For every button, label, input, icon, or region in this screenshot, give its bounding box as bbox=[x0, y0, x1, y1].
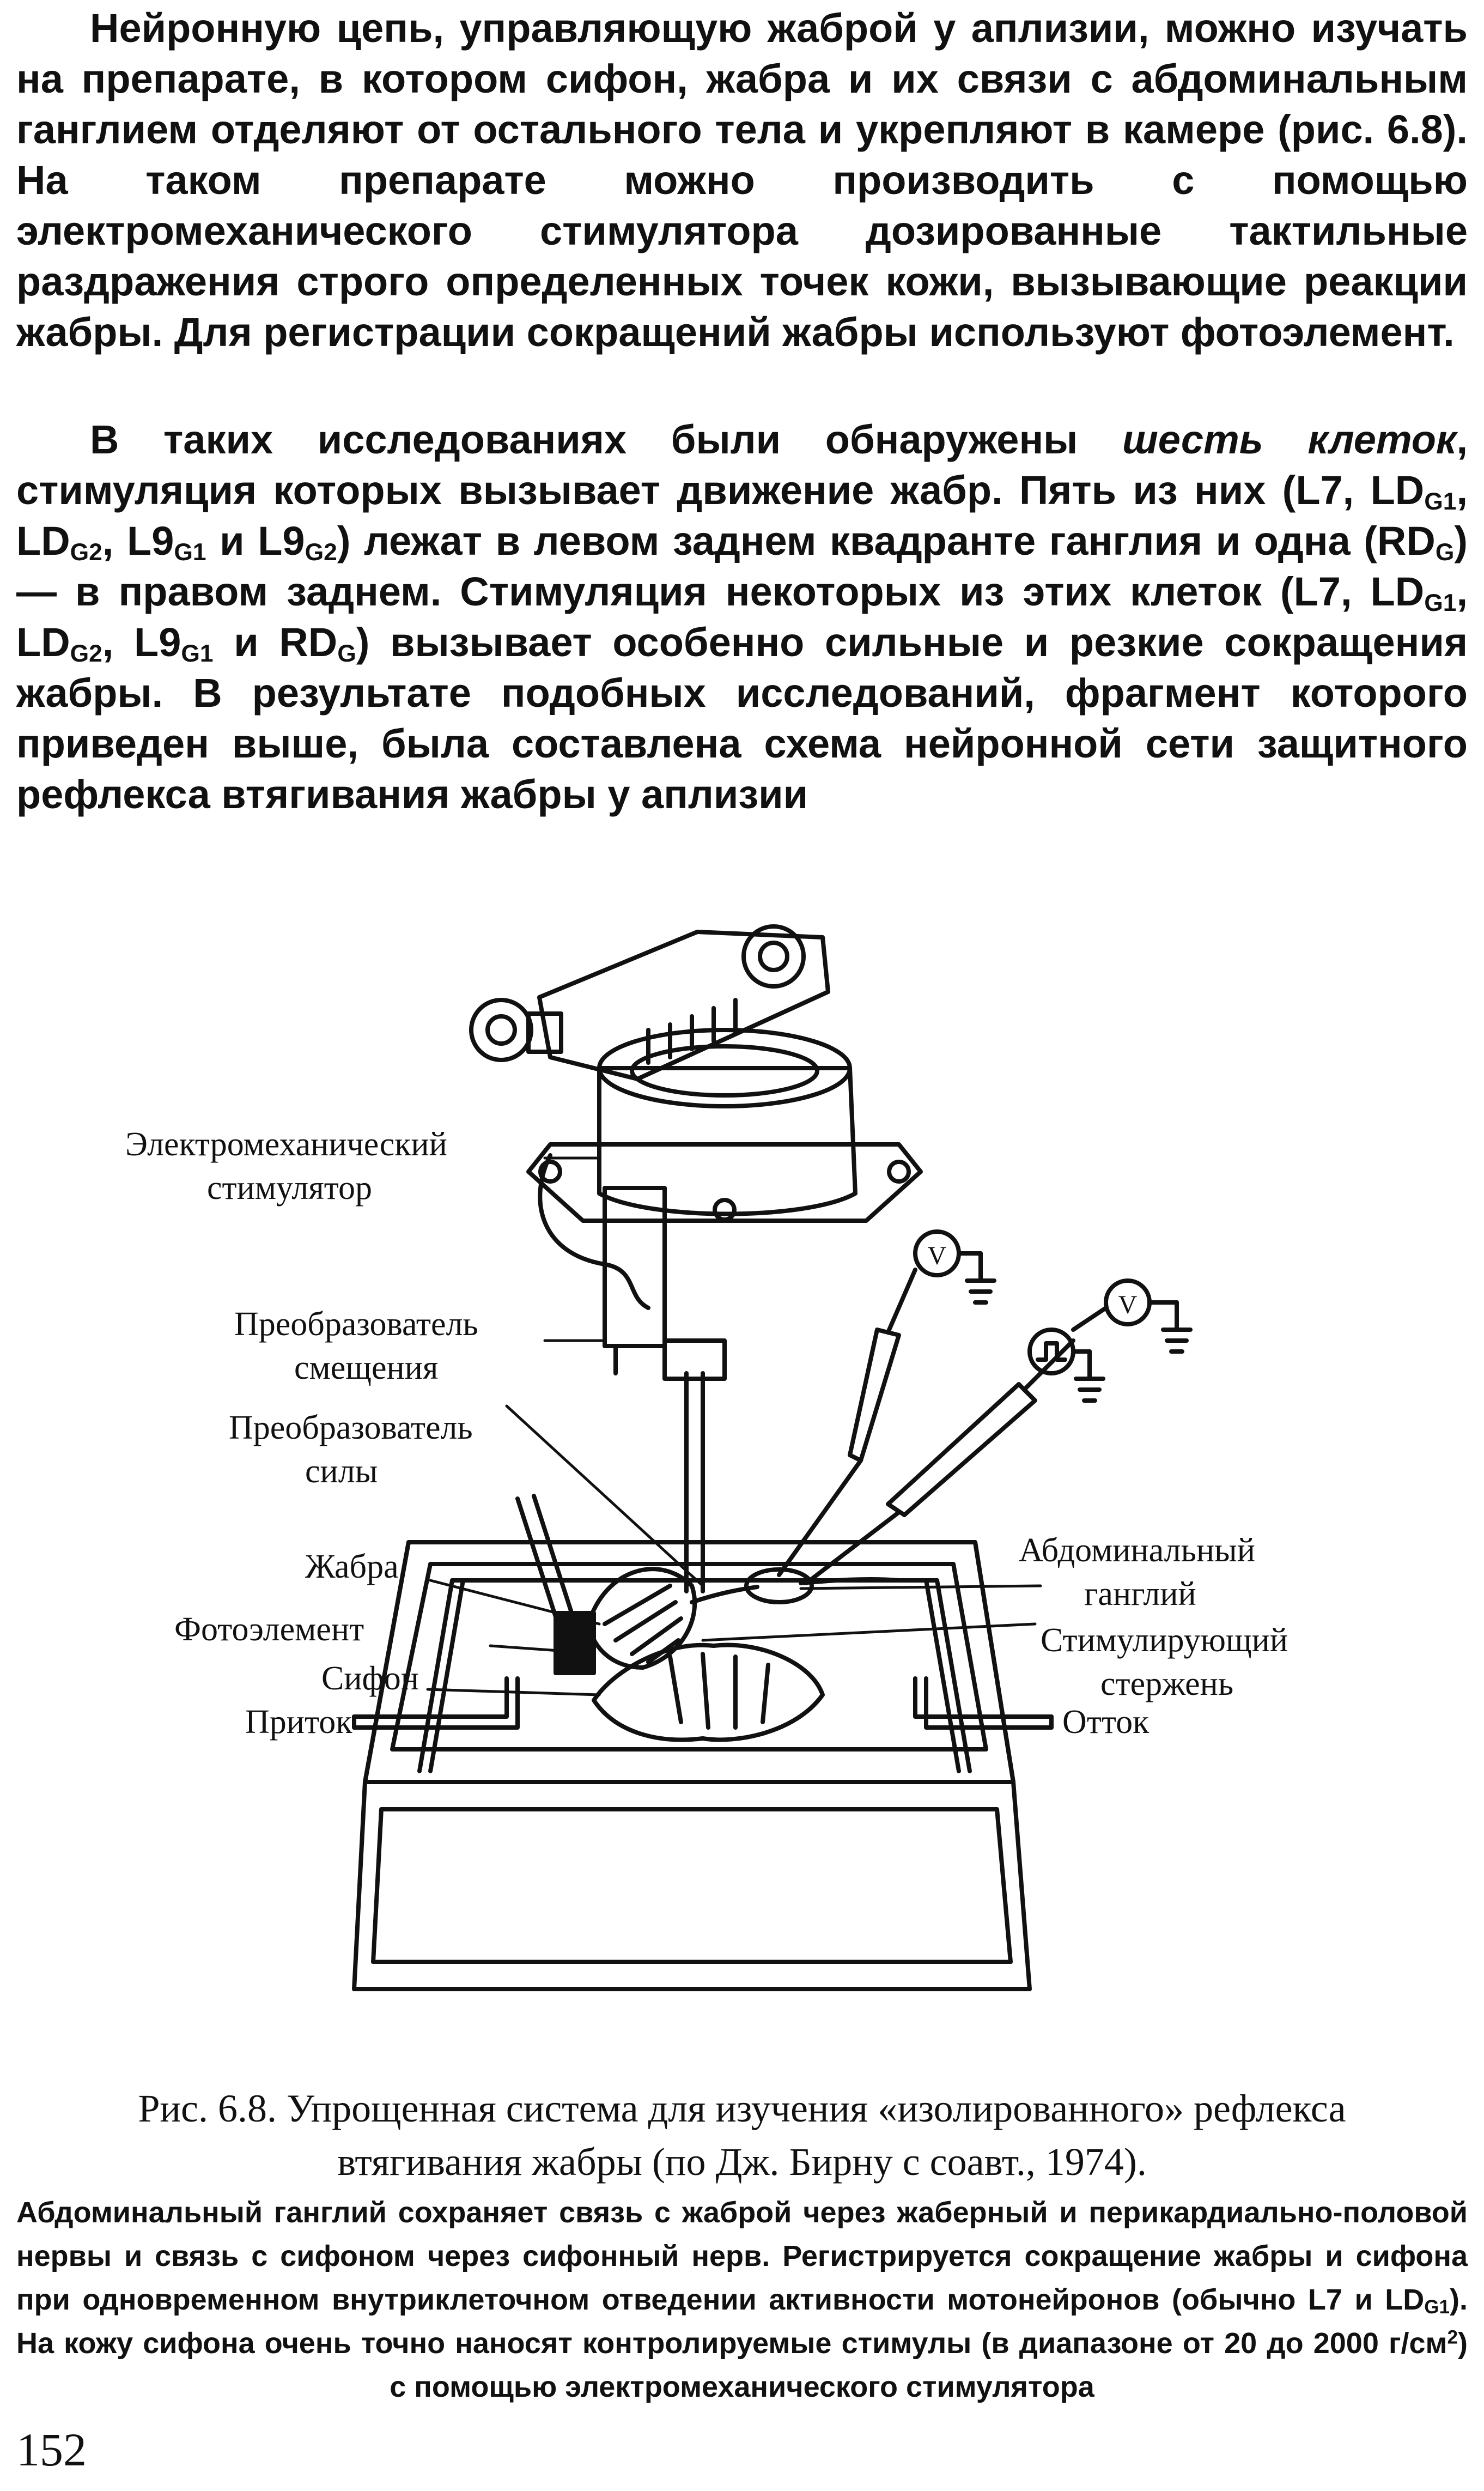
emphasis-six-cells: шесть клеток bbox=[1122, 417, 1457, 462]
label-stimulator-2: стимулятор bbox=[207, 1169, 372, 1207]
paragraph-1: Нейронную цепь, управляющую жаброй у апл… bbox=[16, 5, 1468, 355]
displacement-transducer bbox=[603, 1186, 667, 1375]
label-outflow: Отток bbox=[1062, 1704, 1150, 1741]
voltmeter-1-label: V bbox=[928, 1241, 947, 1270]
voltmeter-2-label: V bbox=[1118, 1290, 1138, 1319]
label-ganglion-1: Абдоминальный bbox=[1019, 1532, 1255, 1569]
abdominal-ganglion bbox=[690, 1567, 901, 1604]
gill-tissue bbox=[586, 1567, 697, 1670]
photocell-rod bbox=[515, 1494, 596, 1675]
siphon-tissue bbox=[592, 1643, 825, 1742]
recording-electrode-2 bbox=[804, 1338, 1075, 1585]
stimulator-housing bbox=[526, 1028, 923, 1223]
voltmeter-1-icon bbox=[913, 1229, 996, 1305]
voltmeter-2-icon bbox=[1071, 1278, 1193, 1354]
label-ganglion-2: ганглий bbox=[1084, 1575, 1196, 1613]
label-photocell: Фотоэлемент bbox=[174, 1611, 364, 1648]
leader-lines bbox=[426, 1156, 1042, 1696]
label-force-2: силы bbox=[305, 1453, 378, 1490]
label-stimulator-1: Электромеханический bbox=[125, 1126, 447, 1163]
paragraph-2: В таких исследованиях были обнаружены ше… bbox=[16, 417, 1468, 817]
label-force-1: Преобразователь bbox=[229, 1409, 473, 1446]
apparatus-illustration: Электромеханический стимулятор Преобразо… bbox=[125, 924, 1288, 1991]
label-rod-1: Стимулирующий bbox=[1041, 1622, 1288, 1659]
pulse-generator-icon bbox=[1027, 1328, 1105, 1403]
label-displacement-2: смещения bbox=[294, 1349, 438, 1386]
outflow-pipe bbox=[913, 1676, 1054, 1730]
label-rod-2: стержень bbox=[1100, 1665, 1233, 1702]
stimulator-head bbox=[469, 924, 830, 1081]
label-displacement-1: Преобразователь bbox=[234, 1306, 478, 1343]
figure-caption: Рис. 6.8. Упрощенная система для изучени… bbox=[16, 2082, 1468, 2189]
label-siphon: Сифон bbox=[321, 1660, 419, 1697]
label-gill: Жабра bbox=[305, 1548, 399, 1585]
label-inflow: Приток bbox=[245, 1704, 352, 1741]
caption-line-2: втягивания жабры (по Дж. Бирну с соавт.,… bbox=[337, 2140, 1147, 2184]
recording-electrode-1 bbox=[777, 1268, 917, 1577]
page-number: 152 bbox=[16, 2423, 87, 2476]
chamber-frame bbox=[352, 1540, 1032, 1991]
stimulating-rod bbox=[662, 1338, 727, 1593]
stimulator-cable bbox=[538, 1153, 650, 1310]
figure-apparatus: Электромеханический стимулятор Преобразо… bbox=[125, 916, 1378, 2065]
figure-legend: Абдоминальный ганглий сохраняет связь с … bbox=[16, 2196, 1468, 2403]
caption-line-1: Рис. 6.8. Упрощенная система для изучени… bbox=[138, 2087, 1346, 2130]
